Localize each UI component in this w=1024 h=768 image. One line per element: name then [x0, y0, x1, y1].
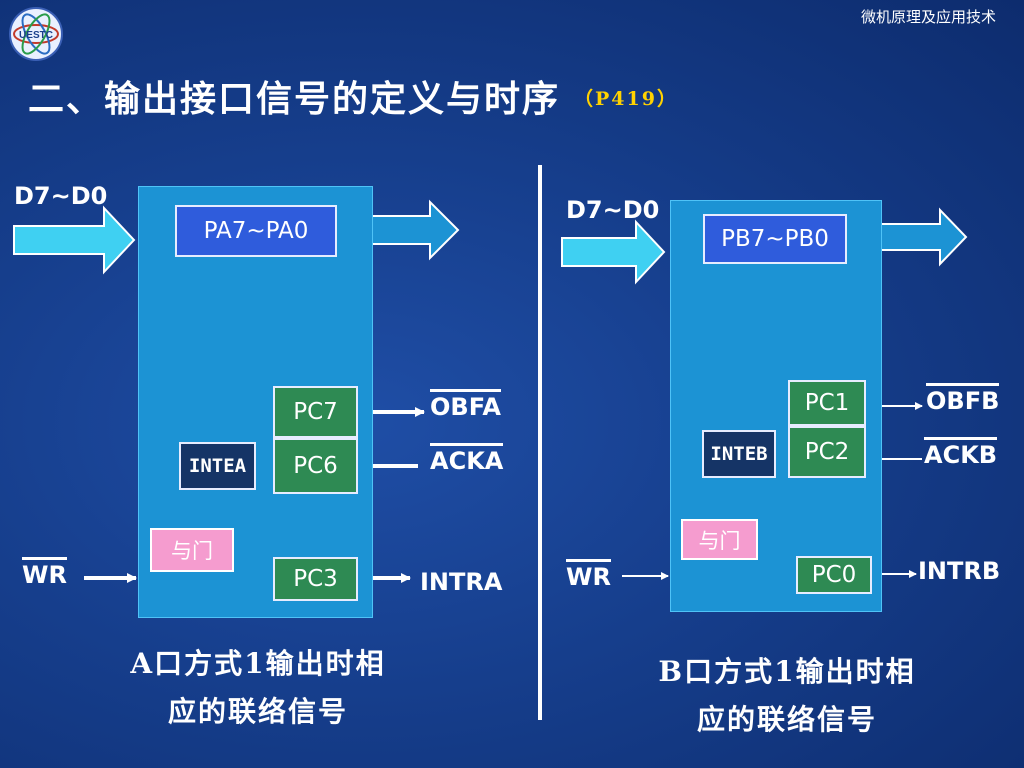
port-a-data-bus-label: D7~D0 — [14, 182, 108, 210]
port-a-wr-label: WR — [22, 557, 67, 589]
port-a-register-box: PA7~PA0 — [175, 205, 337, 257]
port-b-intr-label: INTRB — [918, 557, 1001, 585]
port-a-bus-in-arrow — [13, 205, 136, 275]
port-a-pc7-box: PC7 — [273, 386, 358, 438]
panel-divider — [538, 165, 542, 720]
port-b-bus-out-arrow — [879, 207, 968, 267]
port-a-intr-label: INTRA — [420, 568, 503, 596]
slide-title-text: 二、输出接口信号的定义与时序 — [28, 78, 561, 120]
port-a-caption-line-2: 应的联络信号 — [167, 695, 348, 728]
slide-title: 二、输出接口信号的定义与时序 （P419） — [28, 70, 678, 122]
course-title: 微机原理及应用技术 — [860, 8, 996, 26]
port-b-caption-line-1: B口方式1输出时相 — [658, 655, 916, 688]
port-a-bus-out-arrow — [371, 199, 460, 261]
uestc-logo: UESTC — [8, 6, 64, 62]
port-a-pc6-box: PC6 — [273, 438, 358, 494]
port-a-and-gate: 与门 — [150, 528, 234, 572]
logo-emblem-icon: UESTC — [9, 7, 63, 61]
port-b-ack-label: ACKB — [924, 437, 998, 469]
port-b-bus-in-arrow — [561, 219, 666, 285]
port-b-and-gate: 与门 — [681, 519, 758, 560]
port-a-obf-label: OBFA — [430, 389, 501, 421]
port-b-wr-label: WR — [566, 559, 611, 591]
port-b-data-bus-label: D7~D0 — [566, 196, 660, 224]
port-b-pc0-box: PC0 — [796, 556, 872, 594]
port-a-inte-box: INTEA — [179, 442, 256, 490]
port-a-caption: A口方式1输出时相 应的联络信号 — [88, 640, 428, 736]
port-b-inte-box: INTEB — [702, 430, 776, 478]
port-a-pc3-box: PC3 — [273, 557, 358, 601]
port-b-register-box: PB7~PB0 — [703, 214, 847, 264]
port-a-caption-line-1: A口方式1输出时相 — [130, 647, 386, 680]
port-b-obf-label: OBFB — [926, 383, 1000, 415]
port-b-pc2-box: PC2 — [788, 426, 866, 478]
page-reference: （P419） — [574, 88, 678, 110]
logo-text: UESTC — [19, 30, 53, 41]
port-b-pc1-box: PC1 — [788, 380, 866, 426]
port-a-ack-label: ACKA — [430, 443, 504, 475]
port-b-caption-line-2: 应的联络信号 — [696, 703, 877, 736]
port-b-caption: B口方式1输出时相 应的联络信号 — [612, 648, 962, 744]
